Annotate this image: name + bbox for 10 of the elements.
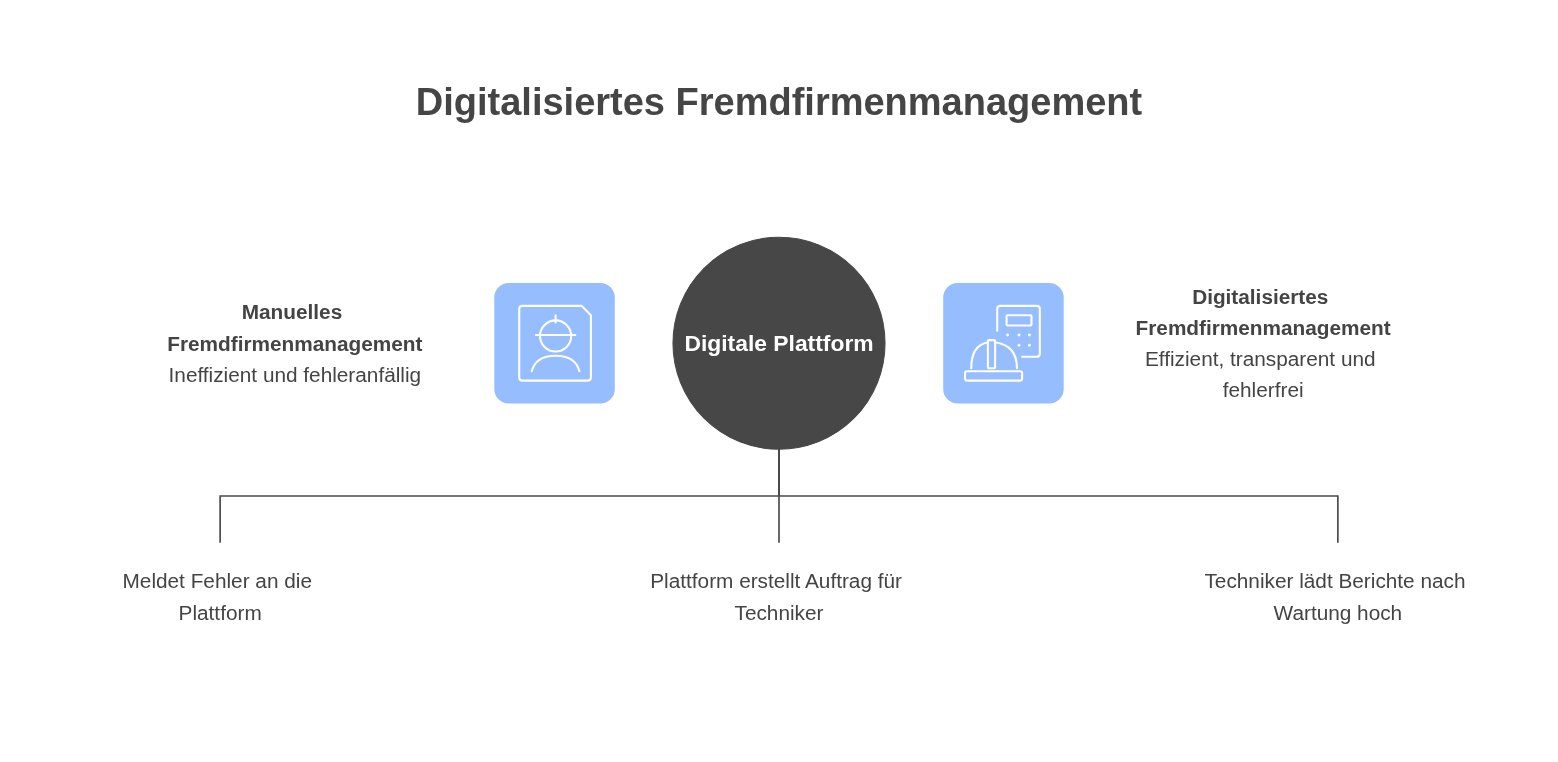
node-label: Digitalisiertes Fremdfirmenmanagement — [1135, 285, 1391, 340]
node-text: Meldet Fehler an die Plattform — [122, 569, 312, 624]
connector — [778, 448, 1339, 544]
node-text: Techniker lädt Berichte nach Wartung hoch — [1204, 569, 1466, 624]
node-text: Plattform erstellt Auftrag für Techniker — [650, 569, 902, 624]
node-circle: Digitale Plattform — [672, 236, 886, 450]
node-label: Ineffizient und fehleranfällig — [168, 362, 422, 386]
node-label: Manuelles Fremdfirmenmanagement — [167, 300, 423, 355]
node-label: Effizient, transparent und fehlerfrei — [1144, 347, 1376, 402]
title: Digitalisiertes Fremdfirmenmanagement — [415, 80, 1143, 125]
